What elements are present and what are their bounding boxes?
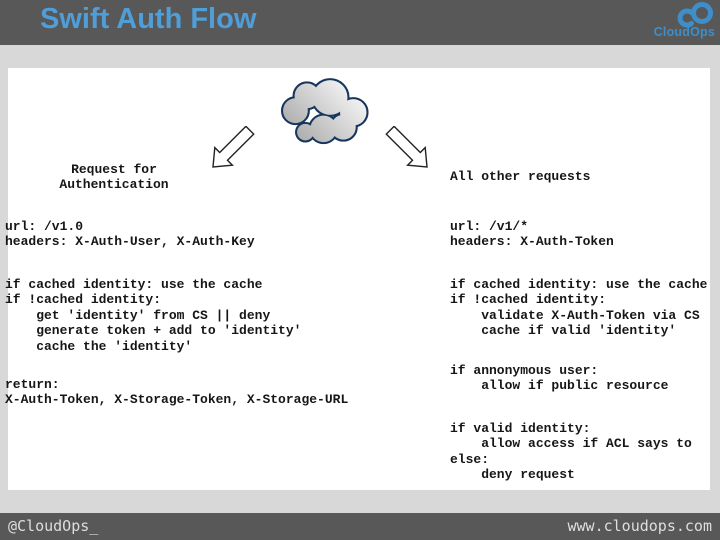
other-request-block: url: /v1/* headers: X-Auth-Token [450, 219, 614, 250]
twitter-handle: @CloudOps_ [8, 517, 99, 535]
footer-bar: @CloudOps_ www.cloudops.com [0, 513, 720, 540]
arrow-down-left-icon [212, 126, 255, 168]
website-url: www.cloudops.com [567, 517, 713, 535]
page-title: Swift Auth Flow [40, 3, 257, 35]
anonymous-user-block: if annonymous user: allow if public reso… [450, 363, 669, 394]
auth-logic-block: if cached identity: use the cache if !ca… [5, 277, 302, 354]
content-panel [8, 68, 710, 490]
header-bar: Swift Auth Flow CloudOps [0, 0, 720, 45]
auth-response-block: return: X-Auth-Token, X-Storage-Token, X… [5, 377, 349, 408]
auth-request-block: url: /v1.0 headers: X-Auth-User, X-Auth-… [5, 219, 255, 250]
cloud-icon [280, 78, 369, 145]
right-arrow-label: All other requests [450, 169, 591, 184]
cloudops-cloud-icon [677, 2, 713, 28]
cloudops-logo: CloudOps [643, 2, 715, 44]
acl-check-block: if valid identity: allow access if ACL s… [450, 421, 692, 483]
other-logic-block: if cached identity: use the cache if !ca… [450, 277, 708, 339]
cloudops-logo-text: CloudOps [653, 25, 715, 39]
arrow-down-right-icon [385, 126, 428, 168]
left-arrow-label: Request for Authentication [59, 162, 169, 193]
